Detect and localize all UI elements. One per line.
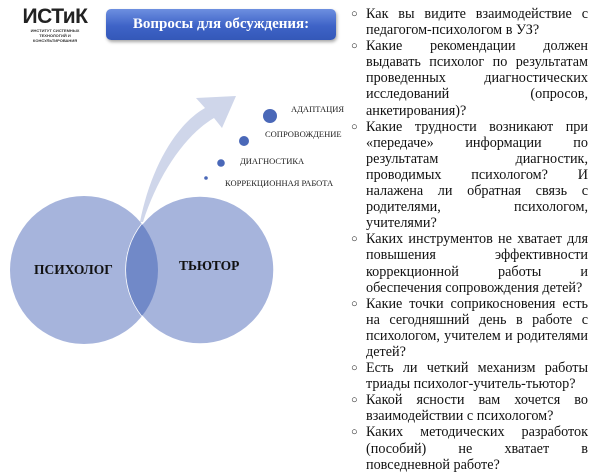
step-correction: КОРРЕКЦИОННАЯ РАБОТА [225,178,334,188]
question-item: ○ Какие трудности возникают при «передаче… [350,119,588,232]
question-item: ○ Какие рекомендации должен выдавать псих… [350,38,588,118]
bullet-icon: ○ [351,120,358,133]
logo: ИСТиК ИНСТИТУТ СИСТЕМНЫХ ТЕХНОЛОГИЙ И КО… [20,5,90,44]
dot-correction [204,176,208,180]
bullet-icon: ○ [351,40,358,53]
dot-diagnostics [217,159,225,167]
dot-adaptation [263,109,277,123]
arrow-shape [140,96,236,222]
question-text: Есть ли четкий механизм работы триады пс… [366,360,588,393]
bullet-icon: ○ [351,297,358,310]
question-item: ○ Как вы видите взаимодействие с педагого… [350,6,588,38]
question-text: Каких инструментов не хватает для повыше… [366,231,588,296]
bullet-icon: ○ [351,426,358,439]
question-text: Какие трудности возникают при «передаче»… [366,118,588,232]
question-item: ○ Какой ясности вам хочется во взаимодейс… [350,392,588,424]
logo-subtitle: ИНСТИТУТ СИСТЕМНЫХ ТЕХНОЛОГИЙ И КОНСУЛЬТ… [30,28,80,43]
page-title: Вопросы для обсуждения: [106,9,336,40]
question-text: Какие точки соприкосновения есть на сего… [366,295,588,360]
step-adaptation: АДАПТАЦИЯ [291,104,345,114]
label-tutor: ТЬЮТОР [179,258,240,273]
label-psychologist: ПСИХОЛОГ [34,262,113,277]
bullet-icon: ○ [351,362,358,375]
step-support: СОПРОВОЖДЕНИЕ [265,129,342,139]
question-text: Какой ясности вам хочется во взаимодейст… [366,392,588,425]
question-item: ○ Есть ли четкий механизм работы триады п… [350,360,588,392]
step-diagnostics: ДИАГНОСТИКА [240,156,305,166]
circle-psychologist [10,196,158,344]
bullet-icon: ○ [351,233,358,246]
logo-name: ИСТиК [22,5,89,28]
questions-list: ○ Как вы видите взаимодействие с педагого… [350,6,588,473]
question-text: Каких методических разработок (пособий) … [366,424,588,473]
bullet-icon: ○ [351,394,358,407]
question-item: ○ Каких методических разработок (пособий)… [350,424,588,472]
question-text: Какие рекомендации должен выдавать психо… [366,38,588,119]
question-item: ○ Каких инструментов не хватает для повыш… [350,231,588,295]
question-item: ○ Какие точки соприкосновения есть на сег… [350,296,588,360]
venn-diagram [10,96,277,345]
dot-support [239,136,249,146]
question-text: Как вы видите взаимодействие с педагогом… [366,6,588,39]
bullet-icon: ○ [351,8,358,20]
